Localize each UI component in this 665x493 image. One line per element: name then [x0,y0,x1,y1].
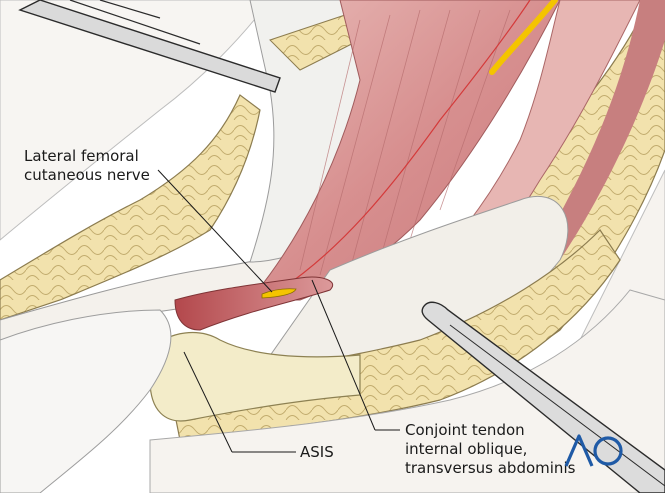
forceps-bottom-icon [421,301,665,493]
muscle-fibers [299,9,511,276]
muscle-band-right-dark [540,0,665,260]
forceps-top-icon [18,0,281,93]
ao-logo [564,434,623,467]
leader-lfcn [157,169,273,293]
fat-layer-upper-left [0,94,261,321]
lateral-femoral-nerve [261,288,297,299]
vessel-line [279,0,531,291]
leader-conjoint-2 [311,279,376,431]
skin-bottom [149,289,665,493]
nerve-top [489,0,558,75]
ao-logo-o [593,436,623,466]
label-lateral-femoral-cutaneous-nerve: Lateral femoral cutaneous nerve [24,147,150,184]
lower-left-tissue [0,309,172,493]
label-conjoint-tendon: Conjoint tendon internal oblique, transv… [405,421,576,477]
leader-lines [157,169,400,453]
ao-logo-a [564,434,594,467]
label-asis: ASIS [300,443,334,461]
leader-asis-2 [183,351,233,453]
